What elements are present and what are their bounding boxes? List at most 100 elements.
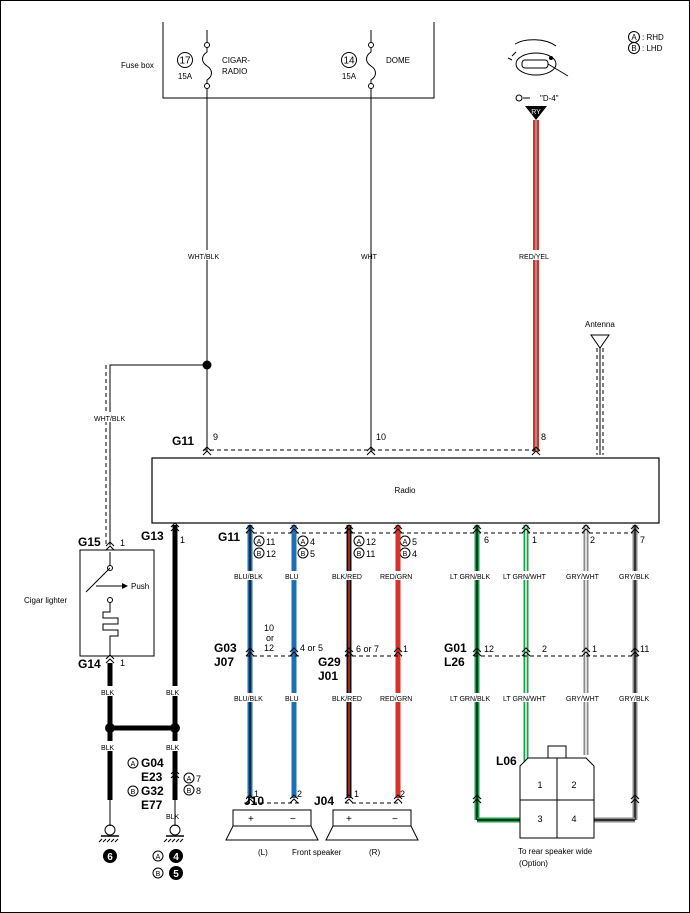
legend-a-text: : RHD <box>642 33 664 42</box>
pin-a: 12 <box>366 537 376 547</box>
fuse-number: 14 <box>343 56 355 67</box>
wire-label: LT GRN/BLK <box>450 574 491 581</box>
speaker-left-label: (L) <box>258 848 268 857</box>
rear-pin: 1 <box>532 535 537 545</box>
pin-8: 8 <box>541 432 546 442</box>
svg-text:B: B <box>187 788 192 795</box>
label-background <box>564 693 602 702</box>
connector-crossing-mark <box>472 647 482 657</box>
connector-j04: J04 <box>314 794 334 808</box>
connector-crossing-mark <box>630 524 640 534</box>
wire-label-wht-blk: WHT/BLK <box>188 254 219 261</box>
connector-crossing-mark <box>630 794 640 804</box>
wire-label: BLU <box>285 574 299 581</box>
label-background <box>448 571 494 580</box>
radio-pin-group: A 11 B 12 A 4 B 5 A 12 B 11 A 5 B 4 <box>253 535 417 559</box>
legend-a-circle: A <box>631 33 637 42</box>
svg-text:B: B <box>403 551 408 558</box>
fuse-terminal <box>204 42 210 48</box>
g03-pin: 10 <box>264 623 274 633</box>
conn-cell: 2 <box>571 780 576 790</box>
connector-crossing-mark <box>289 794 299 804</box>
fuse-amp: 15A <box>342 72 357 81</box>
wire-label-blk: BLK <box>166 814 180 821</box>
fuse-symbol <box>202 47 212 84</box>
label-background <box>378 693 412 702</box>
connector-g01: G01 <box>444 641 467 655</box>
svg-text:A: A <box>187 776 192 783</box>
wire-label: RED/GRN <box>380 696 412 703</box>
g03-pin-2: 4 or 5 <box>300 643 323 653</box>
connector-crossing-mark <box>472 524 482 534</box>
rear-pin: 7 <box>640 535 645 545</box>
rear-caption-2: (Option) <box>519 859 548 868</box>
connector-crossing-mark <box>393 524 403 534</box>
wire-label: GRY/WHT <box>566 574 600 581</box>
fuse-symbol <box>366 47 376 84</box>
plus-sign: + <box>248 814 254 825</box>
g29-pin-2: 1 <box>403 644 408 654</box>
svg-text:A: A <box>301 539 306 546</box>
svg-text:B: B <box>357 551 362 558</box>
minus-sign: − <box>392 814 398 825</box>
wire-label: GRY/BLK <box>619 696 650 703</box>
label-background <box>330 571 364 580</box>
connector-crossing-mark <box>344 647 354 657</box>
connector-crossing-mark <box>521 524 531 534</box>
connector-g04: G04 <box>141 756 164 770</box>
connector-ry-label: RY <box>531 109 541 116</box>
connector-ry-icon <box>525 106 547 120</box>
svg-text:A: A <box>131 761 136 768</box>
pin-9: 9 <box>213 432 218 442</box>
g01-pin: 11 <box>640 644 649 654</box>
svg-text:A: A <box>357 539 362 546</box>
radio-label: Radio <box>395 486 416 495</box>
g15-pin: 1 <box>120 538 125 548</box>
svg-text:A: A <box>156 854 161 861</box>
connector-l06: L06 <box>496 754 517 768</box>
mid-wire-labels: BLU/BLK BLU BLK/RED RED/GRN LT GRN/BLK L… <box>234 574 650 703</box>
ignition-key-icon: "D-4" RY <box>507 39 569 120</box>
cigar-lighter-box <box>79 549 155 657</box>
pin-10: 10 <box>376 432 386 442</box>
connector-e23: E23 <box>141 770 163 784</box>
pin-b: 5 <box>310 549 315 559</box>
wire-label-blk: BLK <box>101 690 115 697</box>
fuse-box: Fuse box 17 15A CIGAR- RADIO 14 15A DOME <box>121 22 435 99</box>
g03-pin-alt: 12 <box>264 643 274 653</box>
ground-4: 4 <box>173 852 179 863</box>
antenna-label: Antenna <box>585 320 615 329</box>
fuse-amp: 15A <box>178 72 193 81</box>
arrow-right-icon <box>122 583 128 589</box>
speaker-caption: Front speaker <box>292 848 342 857</box>
svg-text:B: B <box>156 871 161 878</box>
wire-label: LT GRN/WHT <box>503 696 547 703</box>
connector-crossing-mark <box>521 647 531 657</box>
pin-b: 11 <box>366 549 375 559</box>
label-background <box>232 693 264 702</box>
d4-label: "D-4" <box>540 94 559 103</box>
connector-j01: J01 <box>318 669 338 683</box>
svg-text:A: A <box>403 539 408 546</box>
pin-b: 4 <box>412 549 417 559</box>
g03-pin-or: or <box>266 633 274 643</box>
fuse-name: DOME <box>386 56 410 65</box>
wire-label: BLU/BLK <box>234 696 263 703</box>
minus-sign: − <box>290 814 296 825</box>
speaker-pin-2: 2 <box>400 789 405 799</box>
g14-pin: 1 <box>120 658 125 668</box>
label-background <box>284 571 304 580</box>
connector-crossing-mark <box>472 794 482 804</box>
connector-crossing-mark <box>344 794 354 804</box>
pin-a: 4 <box>310 537 315 547</box>
label-background <box>330 693 364 702</box>
label-background <box>284 693 304 702</box>
ground-6: 6 <box>107 852 113 863</box>
label-background <box>501 571 547 580</box>
plus-sign: + <box>346 814 352 825</box>
fuse-number: 17 <box>179 56 191 67</box>
legend-b-circle: B <box>631 44 636 53</box>
g01-pin: 2 <box>542 644 547 654</box>
rear-caption-1: To rear speaker wide <box>518 847 593 856</box>
